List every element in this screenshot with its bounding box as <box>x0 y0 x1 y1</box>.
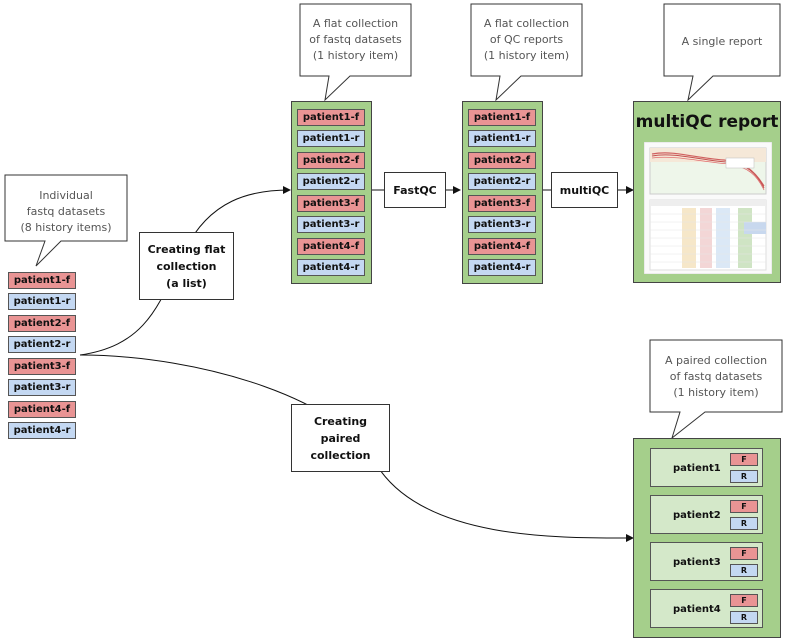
collection-item[interactable]: patient1-f <box>297 109 365 126</box>
pair-row[interactable]: patient3 F R <box>650 542 763 581</box>
collection-item[interactable]: patient2-r <box>468 173 536 190</box>
collection-item[interactable]: patient2-f <box>297 152 365 169</box>
callout-individual-text: Individual fastq datasets (8 history ite… <box>20 189 112 234</box>
pair-label: patient1 <box>673 463 721 474</box>
callout-paired <box>649 339 783 440</box>
pair-label: patient4 <box>673 604 721 615</box>
dataset-item[interactable]: patient2-f <box>8 315 76 332</box>
collection-item[interactable]: patient4-r <box>468 259 536 276</box>
dataset-item[interactable]: patient3-r <box>8 379 76 396</box>
callout-paired-text: A paired collection of fastq datasets (1… <box>664 354 768 399</box>
collection-item[interactable]: patient2-f <box>468 152 536 169</box>
collection-item[interactable]: patient3-r <box>468 216 536 233</box>
pair-label: patient2 <box>673 510 721 521</box>
pair-reverse[interactable]: R <box>730 564 758 577</box>
callout-flat-fastq-text: A flat collection of fastq datasets (1 h… <box>309 17 402 62</box>
collection-item[interactable]: patient2-r <box>297 173 365 190</box>
create-paired-collection-step[interactable]: Creating paired collection <box>291 404 390 472</box>
pair-row[interactable]: patient4 F R <box>650 589 763 628</box>
pair-row[interactable]: patient2 F R <box>650 495 763 534</box>
pair-forward[interactable]: F <box>730 594 758 607</box>
multiqc-report[interactable]: multiQC report <box>633 101 781 283</box>
collection-item[interactable]: patient4-f <box>468 238 536 255</box>
paired-collection[interactable]: patient1 F R patient2 F R patient3 F R p… <box>633 438 781 638</box>
fastqc-step[interactable]: FastQC <box>384 172 446 208</box>
pair-label: patient3 <box>673 557 721 568</box>
collection-item[interactable]: patient4-f <box>297 238 365 255</box>
report-thumbnail <box>644 142 772 274</box>
callout-flat-qc <box>470 3 583 102</box>
flat-qc-collection[interactable]: patient1-f patient1-r patient2-f patient… <box>462 101 543 284</box>
callout-report <box>663 3 781 102</box>
dataset-item[interactable]: patient3-f <box>8 358 76 375</box>
callout-individual <box>4 174 128 267</box>
collection-item[interactable]: patient3-f <box>297 195 365 212</box>
callout-flat-qc-text: A flat collection of QC reports (1 histo… <box>483 17 570 62</box>
dataset-item[interactable]: patient2-r <box>8 336 76 353</box>
create-flat-collection-step[interactable]: Creating flat collection (a list) <box>139 232 234 300</box>
pair-reverse[interactable]: R <box>730 470 758 483</box>
callout-flat-fastq <box>299 3 412 102</box>
pair-forward[interactable]: F <box>730 500 758 513</box>
report-title: multiQC report <box>635 112 779 132</box>
collection-item[interactable]: patient4-r <box>297 259 365 276</box>
pair-reverse[interactable]: R <box>730 611 758 624</box>
dataset-item[interactable]: patient1-r <box>8 293 76 310</box>
collection-item[interactable]: patient1-r <box>297 130 365 147</box>
dataset-item[interactable]: patient1-f <box>8 272 76 289</box>
individual-datasets: patient1-f patient1-r patient2-f patient… <box>8 272 76 442</box>
collection-item[interactable]: patient1-r <box>468 130 536 147</box>
pair-forward[interactable]: F <box>730 453 758 466</box>
pair-forward[interactable]: F <box>730 547 758 560</box>
callout-report-text: A single report <box>681 35 763 48</box>
collection-item[interactable]: patient3-r <box>297 216 365 233</box>
multiqc-step[interactable]: multiQC <box>551 172 618 208</box>
flat-fastq-collection[interactable]: patient1-f patient1-r patient2-f patient… <box>291 101 372 284</box>
dataset-item[interactable]: patient4-r <box>8 422 76 439</box>
pair-reverse[interactable]: R <box>730 517 758 530</box>
collection-item[interactable]: patient1-f <box>468 109 536 126</box>
dataset-item[interactable]: patient4-f <box>8 401 76 418</box>
pair-row[interactable]: patient1 F R <box>650 448 763 487</box>
collection-item[interactable]: patient3-f <box>468 195 536 212</box>
